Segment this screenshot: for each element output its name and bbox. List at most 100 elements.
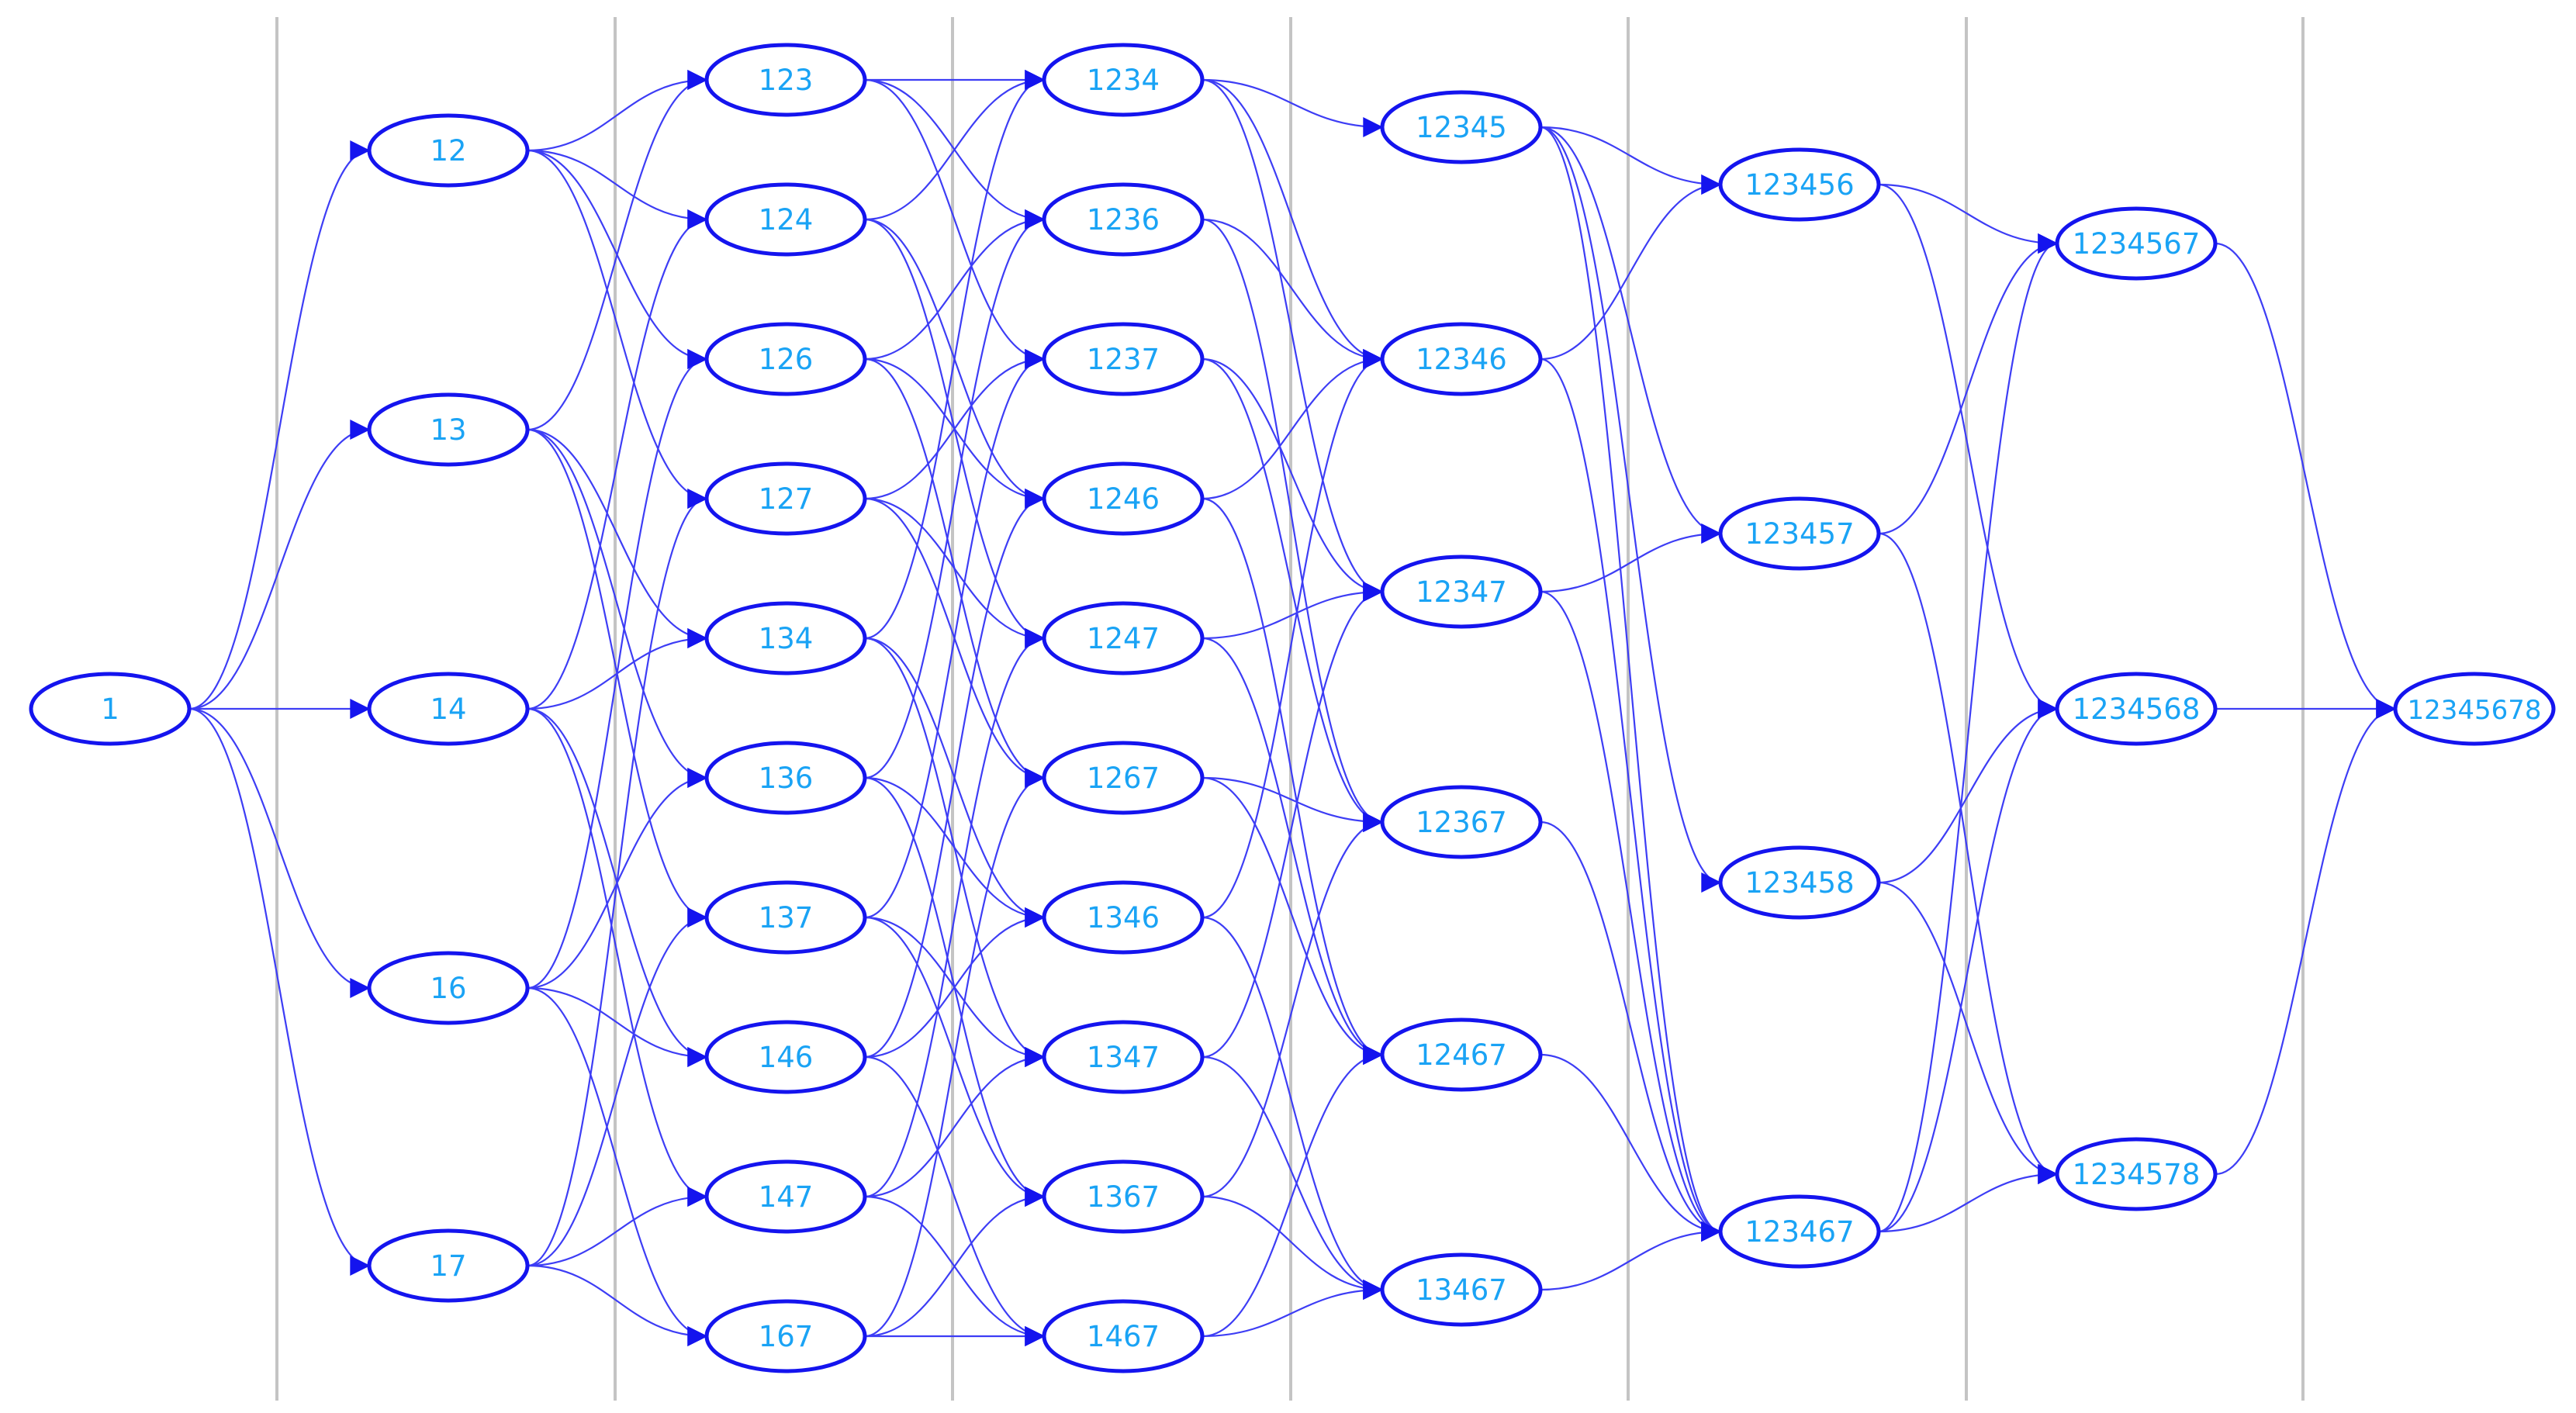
node-ellipse (2393, 672, 2556, 746)
edge-123456-to-1234568 (1878, 183, 2059, 719)
node-1234: 1234 (1042, 43, 1205, 117)
edge-1347-to-12347 (1202, 582, 1384, 1059)
edge-12-to-127 (527, 149, 708, 509)
node-layer: 1121314161712312412612713413613714614716… (29, 43, 2556, 1373)
node-16: 16 (367, 951, 530, 1025)
node-123457: 123457 (1718, 496, 1881, 571)
node-1246: 1246 (1042, 461, 1205, 536)
edge-126-to-1236 (864, 209, 1046, 361)
node-13: 13 (367, 392, 530, 467)
node-label: 1247 (1087, 622, 1160, 655)
node-137: 137 (704, 880, 867, 955)
node-1234578: 1234578 (2055, 1137, 2218, 1211)
edge-127-to-1237 (864, 349, 1046, 500)
node-ellipse (367, 1228, 530, 1303)
node-1267: 1267 (1042, 741, 1205, 815)
node-label: 137 (759, 901, 814, 935)
node-ellipse (704, 880, 867, 955)
node-ellipse (29, 672, 192, 746)
edge-1246-to-12346 (1202, 349, 1384, 500)
node-label: 12345 (1416, 111, 1507, 144)
node-1234567: 1234567 (2055, 206, 2218, 281)
node-label: 1237 (1087, 343, 1160, 376)
node-ellipse (704, 461, 867, 536)
edge-146-to-1346 (864, 907, 1046, 1059)
node-123: 123 (704, 43, 867, 117)
node-label: 167 (759, 1320, 814, 1353)
edge-123458-to-1234568 (1878, 699, 2059, 884)
node-label: 1236 (1087, 203, 1160, 237)
node-1367: 1367 (1042, 1159, 1205, 1234)
edge-17-to-127 (527, 489, 708, 1267)
edge-1237-to-12367 (1202, 358, 1384, 832)
edge-146-to-1246 (864, 489, 1046, 1059)
node-ellipse (704, 741, 867, 815)
node-124: 124 (704, 182, 867, 257)
edge-1236-to-12346 (1202, 218, 1384, 369)
node-ellipse (704, 601, 867, 675)
node-136: 136 (704, 741, 867, 815)
node-label: 1234568 (2073, 693, 2201, 726)
edge-17-to-137 (527, 907, 708, 1267)
node-1236: 1236 (1042, 182, 1205, 257)
node-ellipse (367, 672, 530, 746)
node-ellipse (1380, 1252, 1543, 1327)
node-123458: 123458 (1718, 845, 1881, 920)
node-14: 14 (367, 672, 530, 746)
node-ellipse (367, 951, 530, 1025)
node-ellipse (704, 1159, 867, 1234)
edge-12346-to-123456 (1540, 174, 1722, 361)
node-label: 1234578 (2073, 1158, 2201, 1191)
edge-137-to-1237 (864, 349, 1046, 919)
node-label: 1267 (1087, 762, 1160, 795)
edge-12347-to-123457 (1540, 523, 1722, 593)
node-ellipse (704, 1020, 867, 1094)
node-ellipse (1380, 554, 1543, 629)
edge-147-to-1247 (864, 628, 1046, 1198)
node-1347: 1347 (1042, 1020, 1205, 1094)
node-1234568: 1234568 (2055, 672, 2218, 746)
node-label: 16 (430, 972, 466, 1005)
node-label: 12347 (1416, 575, 1507, 609)
node-ellipse (1380, 785, 1543, 859)
node-167: 167 (704, 1299, 867, 1373)
edge-12345-to-123467 (1540, 126, 1722, 1242)
edge-13467-to-123467 (1540, 1221, 1722, 1291)
node-123456: 123456 (1718, 147, 1881, 222)
edge-127-to-1247 (864, 497, 1046, 648)
node-1346: 1346 (1042, 880, 1205, 955)
node-label: 17 (430, 1249, 466, 1283)
edge-1237-to-12347 (1202, 358, 1384, 602)
node-ellipse (1042, 1020, 1205, 1094)
node-label: 1346 (1087, 901, 1160, 935)
node-label: 146 (759, 1041, 814, 1074)
node-label: 136 (759, 762, 814, 795)
node-label: 14 (430, 693, 466, 726)
edge-123456-to-1234567 (1878, 183, 2059, 254)
edge-1267-to-12467 (1202, 776, 1384, 1065)
edge-1-to-13 (188, 420, 371, 710)
node-ellipse (1718, 147, 1881, 222)
edge-16-to-146 (527, 986, 708, 1067)
edge-12345-to-123458 (1540, 126, 1722, 893)
edge-167-to-1267 (864, 768, 1046, 1338)
node-ellipse (1042, 182, 1205, 257)
node-12346: 12346 (1380, 322, 1543, 396)
edge-1367-to-13467 (1202, 1195, 1384, 1300)
node-12347: 12347 (1380, 554, 1543, 629)
node-label: 1234567 (2073, 227, 2201, 261)
node-label: 123458 (1744, 866, 1854, 900)
node-146: 146 (704, 1020, 867, 1094)
node-ellipse (1042, 601, 1205, 675)
node-ellipse (2055, 206, 2218, 281)
node-ellipse (1042, 1159, 1205, 1234)
edge-14-to-124 (527, 209, 708, 710)
node-label: 1467 (1087, 1320, 1160, 1353)
edge-1267-to-12367 (1202, 776, 1384, 832)
edge-13-to-123 (527, 70, 708, 431)
edge-134-to-1234 (864, 70, 1046, 640)
node-ellipse (704, 43, 867, 117)
node-label: 1246 (1087, 482, 1160, 516)
edge-17-to-167 (527, 1264, 708, 1346)
